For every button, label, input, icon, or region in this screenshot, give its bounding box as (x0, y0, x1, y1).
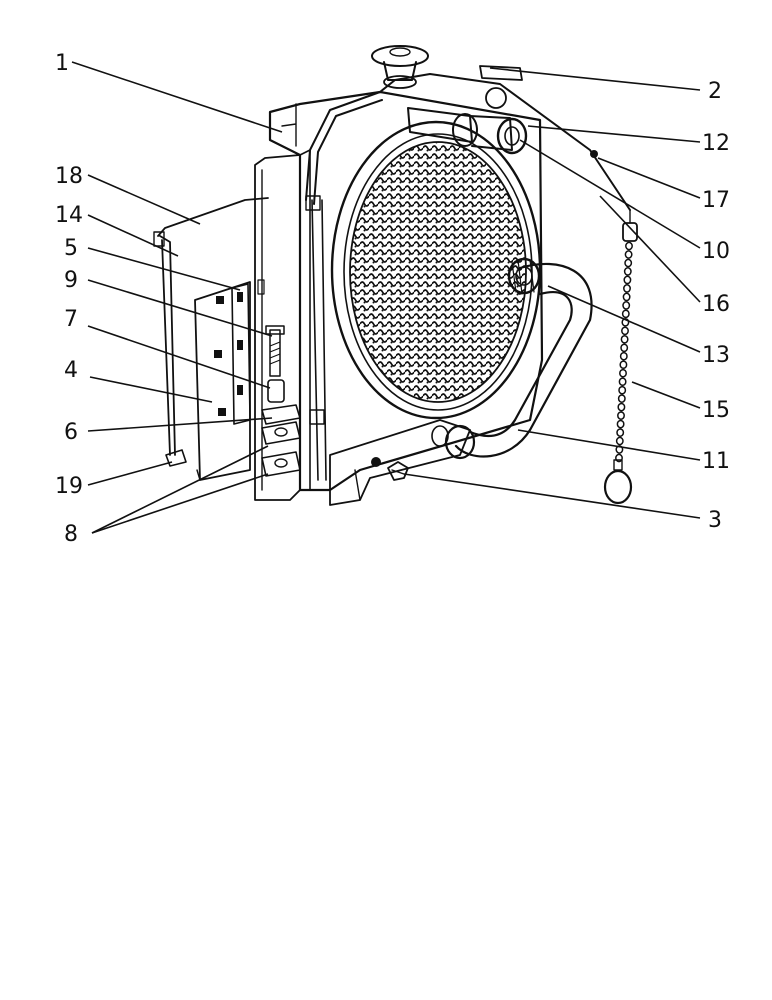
callout-16: 16 (702, 292, 730, 317)
leader-13 (547, 285, 701, 353)
chain-bead (617, 411, 625, 420)
leader-15 (631, 381, 701, 409)
callout-17: 17 (702, 188, 730, 213)
leader-11 (517, 429, 701, 461)
callout-6: 6 (64, 420, 78, 445)
leader-2 (489, 67, 701, 91)
chain-bead (615, 445, 624, 454)
chain-bead (618, 377, 627, 387)
leader-8a (91, 445, 269, 534)
chain-bead (617, 394, 626, 403)
callout-2: 2 (708, 79, 722, 104)
callout-7: 7 (64, 307, 78, 332)
chain-bead (616, 419, 625, 429)
leader-5 (87, 247, 241, 291)
cap-chain (603, 209, 638, 505)
callout-labels: 1 2 3 4 5 6 7 8 9 10 11 12 13 14 15 16 1… (55, 51, 730, 547)
slotted-strip (231, 283, 251, 425)
leader-8b (91, 473, 269, 534)
leader-14 (87, 214, 179, 257)
chain-bead (622, 292, 631, 302)
leader-7 (87, 325, 271, 389)
side-shroud (254, 154, 301, 501)
leader-4 (89, 376, 213, 403)
bolt (265, 325, 285, 377)
leader-lines (71, 61, 701, 534)
chain-bead (621, 309, 630, 319)
leader-16 (599, 195, 701, 303)
callout-19: 19 (55, 474, 83, 499)
stay-rod (153, 197, 269, 467)
chain-bead (623, 267, 632, 276)
leader-9 (87, 279, 273, 337)
callout-14: 14 (55, 203, 83, 228)
drain-tap (371, 457, 409, 481)
callout-5: 5 (64, 236, 78, 261)
radiator-illustration (153, 45, 638, 506)
chain-bead (619, 368, 627, 378)
callout-10: 10 (702, 239, 730, 264)
leader-17 (597, 157, 701, 199)
leader-18 (87, 174, 201, 225)
chain-bead (620, 343, 629, 353)
leader-12 (527, 125, 701, 143)
callout-13: 13 (702, 343, 730, 368)
chain-bead (623, 284, 631, 293)
mounting-plate (194, 281, 251, 481)
callout-9: 9 (64, 268, 78, 293)
chain-bead (619, 351, 628, 361)
chain-bead (616, 428, 625, 437)
chain-bead (617, 402, 626, 412)
callout-15: 15 (702, 398, 730, 423)
mounting-rubbers (261, 404, 301, 477)
chain-bead (615, 436, 624, 446)
chain-bead (621, 326, 629, 336)
spacer (267, 379, 285, 403)
leader-10 (519, 139, 701, 249)
filler-cap (371, 45, 523, 89)
leader-1 (71, 61, 283, 133)
callout-4: 4 (64, 358, 78, 383)
radiator-frame (268, 90, 544, 506)
leader-3 (403, 473, 701, 519)
chain-bead (618, 385, 627, 395)
callout-11: 11 (702, 449, 730, 474)
chain-bead (615, 453, 623, 463)
chain-bead (621, 317, 630, 327)
callout-12: 12 (702, 131, 730, 156)
callout-18: 18 (55, 164, 83, 189)
upper-hose (407, 87, 528, 155)
callout-1: 1 (55, 51, 69, 76)
chain-bead (622, 301, 631, 310)
chain-bead (625, 241, 633, 251)
leader-19 (87, 461, 173, 486)
callout-3: 3 (708, 508, 722, 533)
chain-links (615, 241, 633, 463)
chain-bead (624, 258, 633, 268)
radiator-core (330, 120, 542, 420)
chain-bead (620, 334, 629, 344)
chain-bead (623, 275, 632, 285)
callout-8: 8 (64, 522, 78, 547)
chain-bead (619, 360, 628, 370)
leader-6 (87, 417, 273, 432)
chain-bead (624, 250, 633, 259)
lower-hose (431, 257, 593, 460)
